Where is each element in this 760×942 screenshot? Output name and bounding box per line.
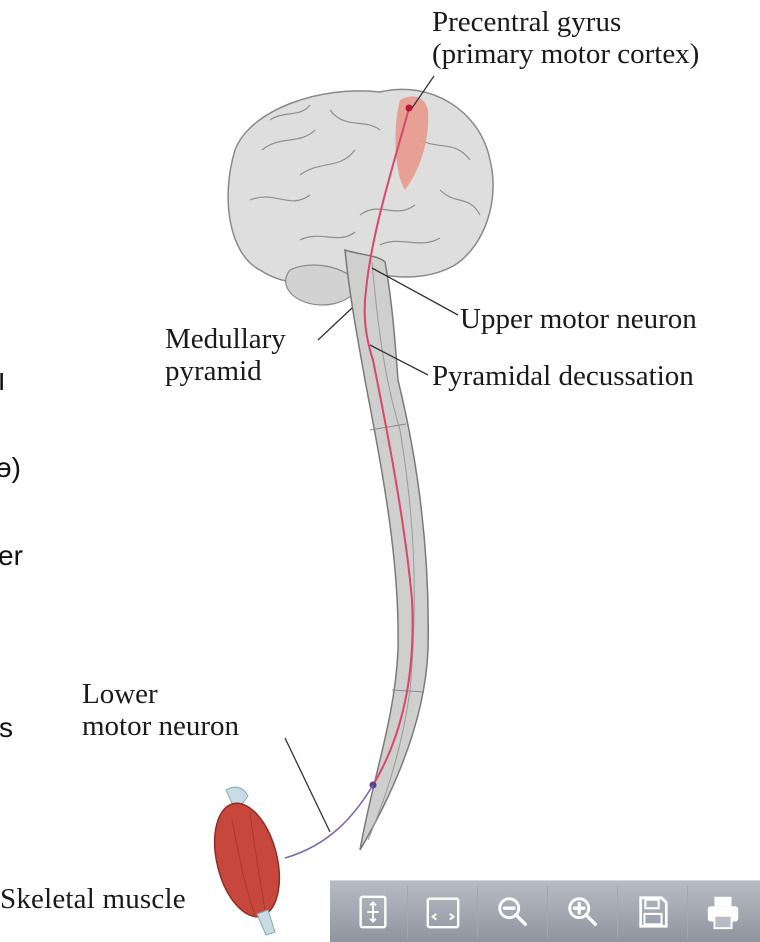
pyramidal-decussation-label: Pyramidal decussation <box>432 360 694 392</box>
upper-motor-neuron-label: Upper motor neuron <box>460 303 697 335</box>
cut-off-text-fragment: s <box>0 712 13 744</box>
skeletal-muscle-label: Skeletal muscle <box>0 883 186 915</box>
skeletal-muscle <box>204 787 290 935</box>
medullary-pyramid-label: Medullary pyramid <box>165 323 286 387</box>
zoom-out-button[interactable] <box>478 886 548 938</box>
print-icon <box>704 893 742 931</box>
cut-off-text-fragment: ɘ) <box>0 452 21 484</box>
zoom-in-button[interactable] <box>548 886 618 938</box>
viewer-toolbar <box>330 880 760 942</box>
cut-off-text-fragment: er <box>0 540 23 572</box>
fit-page-icon <box>354 893 392 931</box>
cut-off-text-fragment: ו <box>0 365 5 397</box>
print-button[interactable] <box>688 886 758 938</box>
zoom-out-icon <box>494 893 532 931</box>
save-button[interactable] <box>618 886 688 938</box>
save-icon <box>634 893 672 931</box>
fit-width-icon <box>424 893 462 931</box>
fit-width-button[interactable] <box>408 886 478 938</box>
precentral-gyrus-label: Precentral gyrus (primary motor cortex) <box>432 6 699 70</box>
fit-page-button[interactable] <box>338 886 408 938</box>
lower-motor-neuron-label: Lower motor neuron <box>82 678 239 742</box>
zoom-in-icon <box>564 893 602 931</box>
upper-neuron-cell-body <box>406 105 413 112</box>
